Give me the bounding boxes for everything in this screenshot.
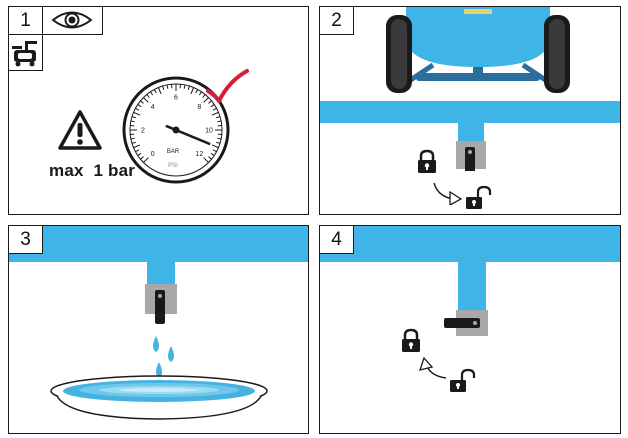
gauge-tick: [157, 87, 162, 95]
gauge-tick: [210, 104, 215, 108]
step-number: 1: [9, 7, 43, 35]
step-number: 4: [320, 226, 354, 254]
gauge-tick: [211, 111, 219, 116]
gauge-tick: [133, 144, 141, 149]
gauge-unit-label: BAR: [167, 149, 180, 155]
gauge-tick: [208, 156, 212, 160]
gauge-tick-label: 12: [195, 151, 203, 158]
compressor-tank: [386, 7, 570, 93]
gauge-tick: [211, 144, 219, 149]
gauge-tick: [162, 85, 165, 90]
gauge-tick: [216, 141, 221, 144]
drain-valve-closed: [320, 101, 620, 171]
gauge-tick: [130, 120, 135, 123]
gauge-tick: [140, 156, 144, 160]
pressure-gauge: 0 2 4 6 8 10 12 BAR PSI: [122, 76, 230, 184]
gauge-tick: [143, 97, 149, 103]
lock-icon: [418, 149, 436, 173]
water-drop-icon: [168, 346, 174, 362]
gauge-tick: [212, 149, 217, 153]
step-4-panel: 4: [319, 225, 621, 434]
gauge-tick: [183, 84, 186, 89]
gauge-tick: [216, 116, 221, 119]
gauge-tick: [131, 116, 136, 119]
gauge-tick-label: 6: [174, 95, 178, 102]
step-2-panel: 2: [319, 6, 621, 215]
gauge-tick: [210, 152, 215, 156]
water-drop-icon: [153, 336, 159, 352]
gauge-tick-label: 0: [151, 151, 155, 158]
water-drop-icon: [156, 362, 162, 378]
gauge-secondary-unit: PSI: [168, 163, 178, 169]
gauge-tick-label: 8: [197, 104, 201, 111]
gauge-tick: [208, 100, 212, 104]
gauge-tick: [133, 111, 141, 116]
gauge-tick-label: 10: [205, 128, 213, 135]
gauge-tick: [143, 157, 149, 163]
unlock-icon: [450, 368, 476, 392]
rotate-arrow-icon: [419, 356, 447, 379]
step-3-panel: 3: [8, 225, 309, 434]
max-pressure-label: max 1 bar: [49, 161, 136, 180]
gauge-tick: [135, 107, 140, 111]
gauge-tick: [217, 137, 222, 140]
gauge-tick: [137, 104, 142, 108]
gauge-tick: [166, 84, 169, 89]
warning-icon: [58, 110, 102, 150]
gauge-tick: [203, 157, 209, 163]
gauge-tick-label: 2: [141, 128, 145, 135]
gauge-tick: [202, 94, 206, 98]
gauge-tick: [140, 100, 144, 104]
gauge-tick: [153, 89, 157, 94]
gauge-tick: [137, 152, 142, 156]
gauge-tick: [217, 120, 222, 123]
eye-icon: [43, 7, 103, 35]
gauge-tick: [131, 141, 136, 144]
gauge-tick: [135, 149, 140, 153]
gauge-tick: [190, 87, 195, 95]
gauge-tick: [146, 94, 150, 98]
gauge-tick: [203, 97, 209, 103]
gauge-tick: [187, 85, 190, 90]
gauge-tick: [198, 91, 202, 96]
step-1-panel: 1 max 1 bar 0 2 4 6 8 10 12 BAR PSI: [8, 6, 309, 215]
step-number: 2: [320, 7, 354, 35]
gauge-tick: [195, 89, 199, 94]
gauge-tick: [212, 107, 217, 111]
lock-icon: [402, 328, 420, 352]
gauge-tick-label: 4: [151, 104, 155, 111]
checkmark-icon: [206, 69, 249, 103]
gauge-tick: [130, 137, 135, 140]
drain-pan: [50, 375, 268, 420]
compressor-icon: [9, 35, 43, 71]
gauge-tick: [150, 91, 154, 96]
rotate-arrow-icon: [433, 182, 463, 205]
step-number: 3: [9, 226, 43, 254]
unlock-icon: [466, 185, 492, 209]
